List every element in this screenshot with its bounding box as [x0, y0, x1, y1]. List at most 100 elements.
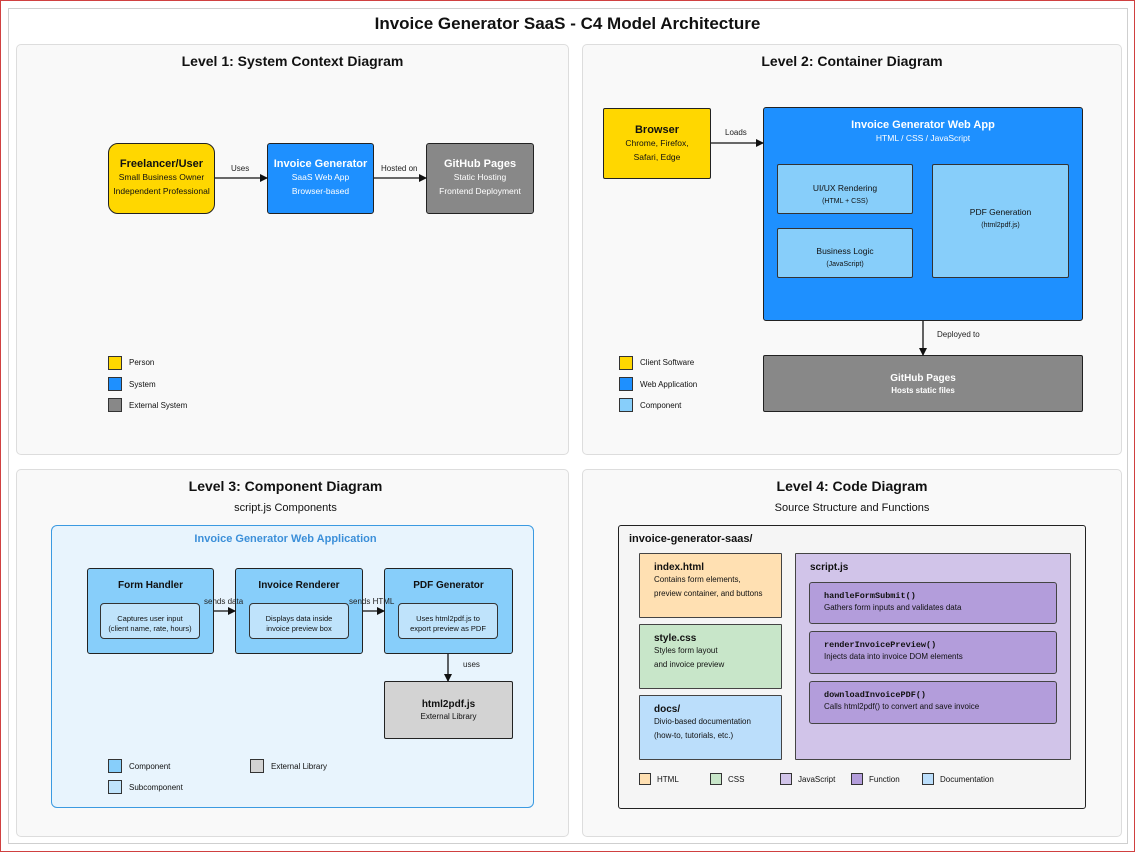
pdf-generation-box: PDF Generation (html2pdf.js): [932, 164, 1069, 278]
level3-title: Level 3: Component Diagram: [188, 478, 383, 494]
legend-label-function: Function: [869, 775, 900, 784]
system-invoice-generator: Invoice Generator SaaS Web App Browser-b…: [267, 143, 374, 214]
person-title: Freelancer/User: [119, 158, 204, 170]
fn3-title: downloadInvoicePDF(): [824, 690, 927, 700]
legend-label-l3-subcomponent: Subcomponent: [129, 783, 183, 792]
level2-title: Level 2: Container Diagram: [761, 53, 943, 69]
folder-docs: docs/ Divio-based documentation (how-to,…: [639, 695, 782, 760]
logic-title: Business Logic: [816, 246, 874, 256]
github-title: GitHub Pages: [890, 373, 956, 384]
legend-label-css: CSS: [728, 775, 745, 784]
legend-swatch-component: [619, 398, 633, 412]
legend-label-documentation: Documentation: [940, 775, 994, 784]
page-title: Invoice Generator SaaS - C4 Model Archit…: [374, 14, 761, 33]
docs-line2: (how-to, tutorials, etc.): [654, 731, 734, 740]
level1-panel: [16, 44, 569, 455]
renderer-line1: Displays data inside: [265, 614, 333, 623]
browser-line1: Chrome, Firefox,: [625, 138, 689, 148]
docs-title: docs/: [654, 704, 681, 715]
pdf-line1: (html2pdf.js): [981, 222, 1020, 229]
script-title: script.js: [810, 562, 849, 573]
level4-subtitle: Source Structure and Functions: [774, 502, 930, 514]
fn2-title: renderInvoicePreview(): [824, 640, 937, 650]
docs-line1: Divio-based documentation: [654, 717, 751, 726]
system-line1: SaaS Web App: [291, 172, 350, 182]
pdfgen-line1: Uses html2pdf.js to: [416, 614, 480, 623]
legend-swatch-webapp: [619, 377, 633, 391]
edge-label-deployed-to: Deployed to: [937, 330, 980, 339]
style-line2: and invoice preview: [654, 660, 725, 669]
ui-rendering-box: UI/UX Rendering (HTML + CSS): [777, 164, 913, 214]
github-line1: Hosts static files: [891, 386, 955, 395]
file-style-css: style.css Styles form layout and invoice…: [639, 624, 782, 689]
edge-label-uses-lib: uses: [463, 660, 480, 669]
lib-title: html2pdf.js: [421, 699, 476, 710]
form-line2: (client name, rate, hours): [108, 624, 192, 633]
business-logic-box: Business Logic (JavaScript): [777, 228, 913, 278]
pdf-title: PDF Generation: [969, 207, 1032, 217]
legend-swatch-javascript: [780, 773, 792, 785]
function-handle-form-submit: handleFormSubmit() Gathers form inputs a…: [809, 582, 1057, 624]
pdfgen-title: PDF Generator: [413, 580, 484, 591]
file-index-html: index.html Contains form elements, previ…: [639, 553, 782, 618]
renderer-title: Invoice Renderer: [258, 580, 340, 591]
legend-swatch-css: [710, 773, 722, 785]
system-title: Invoice Generator: [273, 158, 368, 170]
system-line2: Browser-based: [291, 186, 350, 196]
function-download-invoice-pdf: downloadInvoicePDF() Calls html2pdf() to…: [809, 681, 1057, 724]
renderer-line2: invoice preview box: [266, 624, 332, 633]
legend-swatch-l3-component: [108, 759, 122, 773]
form-line1: Captures user input: [117, 614, 183, 623]
legend-swatch-l3-subcomponent: [108, 780, 122, 794]
legend-label-component: Component: [640, 401, 682, 410]
edge-label-sends-html: sends HTML: [349, 597, 395, 606]
browser-title: Browser: [634, 124, 680, 136]
github-pages-box: GitHub Pages Hosts static files: [763, 355, 1083, 412]
legend-swatch-documentation: [922, 773, 934, 785]
edge-label-loads: Loads: [725, 128, 747, 137]
legend-label-external: External System: [129, 401, 188, 410]
legend-label-person: Person: [129, 358, 155, 367]
fn1-line1: Gathers form inputs and validates data: [824, 603, 962, 612]
fn2-line1: Injects data into invoice DOM elements: [824, 652, 963, 661]
legend-swatch-html: [639, 773, 651, 785]
fn1-title: handleFormSubmit(): [824, 591, 916, 601]
legend-label-l3-external: External Library: [271, 762, 328, 771]
person-freelancer: Freelancer/User Small Business Owner Ind…: [108, 143, 215, 214]
webapp-boundary-title: Invoice Generator Web Application: [194, 533, 377, 545]
browser-line2: Safari, Edge: [633, 152, 681, 162]
lib-line1: External Library: [420, 712, 477, 721]
renderer-subcomponent: Displays data inside invoice preview box: [249, 603, 349, 639]
level1-title: Level 1: System Context Diagram: [181, 53, 404, 69]
pdfgen-line2: export preview as PDF: [410, 624, 486, 633]
person-line1: Small Business Owner: [118, 172, 205, 182]
external-line1: Static Hosting: [453, 172, 507, 182]
pdfgen-subcomponent: Uses html2pdf.js to export preview as PD…: [398, 603, 498, 639]
person-line2: Independent Professional: [113, 186, 210, 196]
legend-label-system: System: [129, 380, 156, 389]
form-title: Form Handler: [117, 580, 183, 591]
webapp-line1: HTML / CSS / JavaScript: [875, 133, 971, 143]
legend-label-html: HTML: [657, 775, 679, 784]
external-title: GitHub Pages: [443, 158, 517, 170]
legend-swatch-l3-external: [250, 759, 264, 773]
legend-swatch-client: [619, 356, 633, 370]
legend-label-javascript: JavaScript: [798, 775, 836, 784]
logic-line1: (JavaScript): [826, 261, 864, 268]
form-subcomponent: Captures user input (client name, rate, …: [100, 603, 200, 639]
browser-box: Browser Chrome, Firefox, Safari, Edge: [603, 108, 711, 179]
level4-title: Level 4: Code Diagram: [776, 478, 928, 494]
index-line2: preview container, and buttons: [654, 589, 763, 598]
ui-title: UI/UX Rendering: [812, 183, 878, 193]
level3-subtitle: script.js Components: [234, 502, 337, 514]
legend-swatch-external: [108, 398, 122, 412]
legend-swatch-person: [108, 356, 122, 370]
legend-swatch-function: [851, 773, 863, 785]
legend-label-client: Client Software: [640, 358, 695, 367]
edge-label-uses: Uses: [231, 164, 250, 173]
webapp-title: Invoice Generator Web App: [851, 119, 995, 131]
html2pdf-library-box: html2pdf.js External Library: [384, 681, 513, 739]
style-line1: Styles form layout: [654, 646, 718, 655]
fn3-line1: Calls html2pdf() to convert and save inv…: [824, 702, 980, 711]
external-github-pages: GitHub Pages Static Hosting Frontend Dep…: [426, 143, 534, 214]
